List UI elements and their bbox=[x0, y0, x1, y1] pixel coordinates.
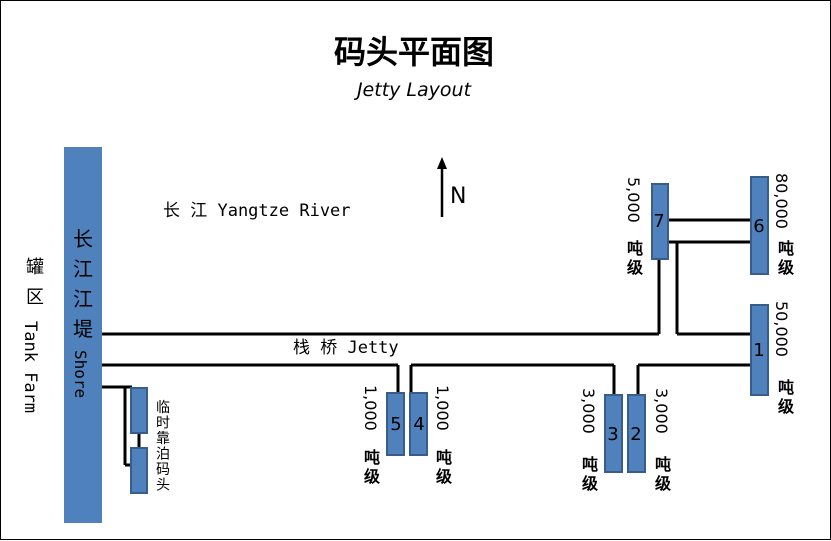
river-label: 长 江 Yangtze River bbox=[163, 201, 351, 221]
river-dike bbox=[64, 147, 102, 523]
berth-2: 2 bbox=[627, 394, 646, 473]
berth-5-number: 5 bbox=[390, 414, 401, 435]
north-arrow-icon bbox=[437, 157, 447, 217]
berth-2-number: 2 bbox=[630, 424, 641, 445]
berth-6-unit-char: 吨 bbox=[778, 239, 794, 258]
berth-6-tonnage: 80,000 bbox=[772, 173, 791, 229]
berth-5-unit-char: 吨 bbox=[364, 448, 380, 467]
berth-1-number: 1 bbox=[753, 340, 764, 361]
berth-7-tonnage: 5,000 bbox=[624, 177, 643, 223]
berth-2-tonnage: 3,000 bbox=[652, 388, 671, 434]
berth-5-tonnage: 1,000 bbox=[361, 385, 380, 431]
berth-7-unit-char: 级 bbox=[627, 258, 644, 277]
dike-en-label: Shore bbox=[71, 350, 90, 398]
trestle-label: 栈 桥 Jetty bbox=[293, 338, 399, 358]
berth-3-unit-char: 吨 bbox=[582, 455, 598, 474]
berth-6: 6 bbox=[750, 176, 769, 275]
temporary-mooring-lower bbox=[130, 447, 148, 494]
berth-6-number: 6 bbox=[753, 216, 764, 237]
berth-3-number: 3 bbox=[607, 424, 618, 445]
berth-3: 3 bbox=[604, 394, 623, 473]
temporary-mooring-upper bbox=[130, 387, 148, 434]
berth-2-unit-char: 吨 bbox=[655, 455, 671, 474]
berth-4-unit-char: 级 bbox=[436, 467, 453, 486]
dike-char: 江 bbox=[73, 287, 93, 311]
north-label: N bbox=[450, 184, 466, 209]
dike-char: 长 bbox=[73, 227, 93, 251]
jetty-trestle-lines bbox=[102, 218, 751, 467]
berth-1-unit-char: 级 bbox=[778, 397, 795, 416]
berth-7: 7 bbox=[651, 183, 669, 260]
berth-1-tonnage: 50,000 bbox=[772, 301, 791, 357]
berth-4-tonnage: 1,000 bbox=[433, 385, 452, 431]
berth-1: 1 bbox=[750, 304, 769, 396]
berth-7-number: 7 bbox=[653, 211, 664, 232]
berth-1-unit-char: 吨 bbox=[778, 378, 794, 397]
berth-4: 4 bbox=[409, 392, 428, 456]
mooring-char: 头 bbox=[156, 478, 170, 494]
berth-4-number: 4 bbox=[413, 414, 424, 435]
mooring-char: 靠 bbox=[156, 431, 170, 447]
berth-6-unit-char: 级 bbox=[778, 258, 795, 277]
berth-7-unit-char: 吨 bbox=[627, 239, 643, 258]
berth-tonnage-labels: 50,000吨级3,000吨级3,000吨级1,000吨级1,000吨级80,0… bbox=[361, 173, 795, 493]
berth-4-unit-char: 吨 bbox=[436, 448, 452, 467]
berth-3-tonnage: 3,000 bbox=[579, 388, 598, 434]
tank-farm-cn: 罐区 bbox=[26, 257, 44, 308]
dike-char: 江 bbox=[73, 257, 93, 281]
berth-2-unit-char: 级 bbox=[655, 474, 672, 493]
dike-char: 堤 bbox=[73, 317, 93, 341]
diagram-subtitle: Jetty Layout bbox=[353, 79, 473, 101]
diagram-title: 码头平面图 bbox=[334, 33, 494, 71]
mooring-char: 泊 bbox=[156, 447, 170, 463]
mooring-char: 码 bbox=[156, 462, 170, 478]
berth-5-unit-char: 级 bbox=[364, 467, 381, 486]
berth-3-unit-char: 级 bbox=[582, 474, 599, 493]
berth-5: 5 bbox=[386, 392, 405, 456]
mooring-char: 临 bbox=[156, 400, 170, 416]
mooring-char: 时 bbox=[156, 416, 170, 432]
tank-farm-en: Tank Farm bbox=[20, 321, 40, 413]
